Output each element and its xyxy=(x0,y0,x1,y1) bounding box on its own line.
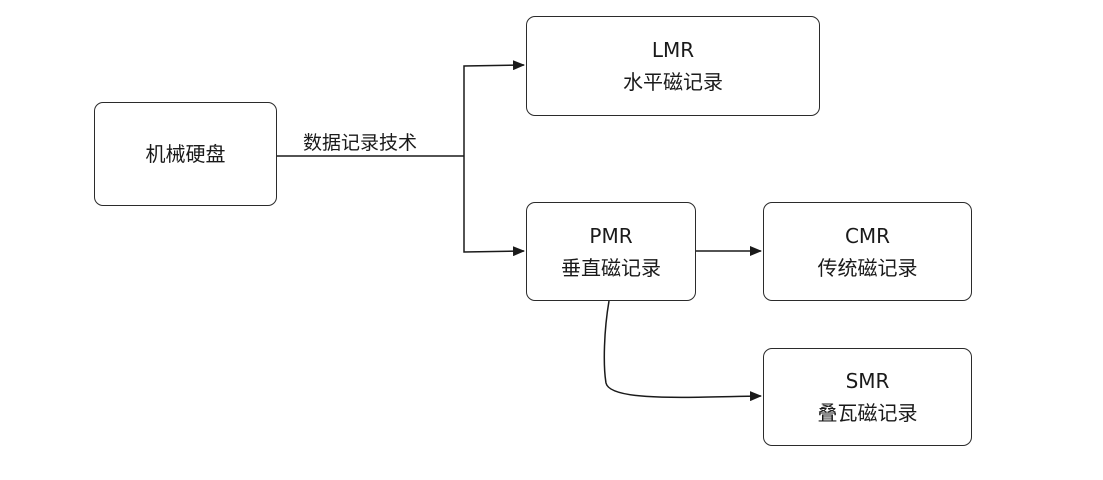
node-lmr: LMR 水平磁记录 xyxy=(526,16,820,116)
connector-pmr-to-smr xyxy=(603,300,762,402)
node-hdd: 机械硬盘 xyxy=(94,102,277,206)
node-cmr-title: CMR xyxy=(844,223,891,248)
node-pmr-subtitle: 垂直磁记录 xyxy=(561,255,661,280)
connector-hdd-to-lmr xyxy=(463,60,525,156)
node-cmr: CMR 传统磁记录 xyxy=(763,202,972,301)
node-pmr: PMR 垂直磁记录 xyxy=(526,202,696,301)
node-smr: SMR 叠瓦磁记录 xyxy=(763,348,972,446)
node-lmr-title: LMR xyxy=(651,38,695,62)
node-pmr-title: PMR xyxy=(589,223,633,248)
node-lmr-subtitle: 水平磁记录 xyxy=(623,70,723,94)
node-smr-title: SMR xyxy=(845,369,890,393)
node-cmr-subtitle: 传统磁记录 xyxy=(817,255,918,280)
connector-hdd-to-pmr xyxy=(463,156,525,257)
edge-label-data-recording-tech: 数据记录技术 xyxy=(302,131,419,155)
node-smr-subtitle: 叠瓦磁记录 xyxy=(817,401,918,425)
node-hdd-label: 机械硬盘 xyxy=(145,142,226,166)
